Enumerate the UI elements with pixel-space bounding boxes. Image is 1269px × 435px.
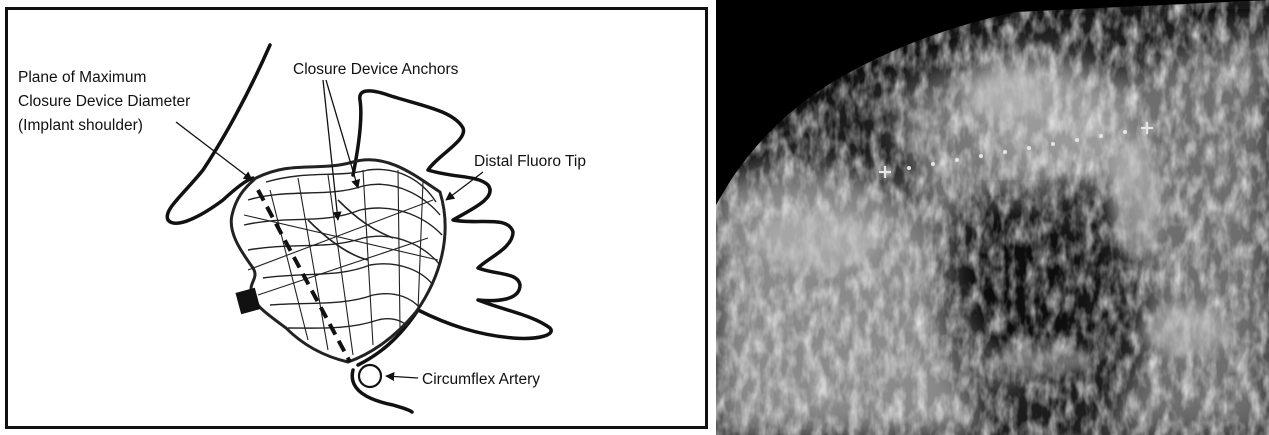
anchors-label: Closure Device Anchors bbox=[293, 61, 459, 78]
device-diagram: Plane of Maximum Closure Device Diameter… bbox=[8, 10, 705, 426]
diameter-dashed-line bbox=[258, 190, 350, 362]
plane-leader bbox=[176, 122, 252, 180]
anchors-leader-1 bbox=[323, 80, 338, 220]
plane-label-line2: Closure Device Diameter bbox=[18, 93, 190, 110]
closure-device bbox=[231, 160, 445, 362]
circumflex-artery-circle bbox=[359, 365, 381, 387]
ultrasound-panel bbox=[716, 0, 1269, 435]
anchors-leader-2 bbox=[326, 80, 358, 188]
diagram-panel: Plane of Maximum Closure Device Diameter… bbox=[5, 7, 708, 429]
circumflex-label: Circumflex Artery bbox=[422, 371, 540, 388]
circumflex-leader bbox=[386, 376, 418, 378]
plane-label-line3: (Implant shoulder) bbox=[18, 117, 143, 134]
ultrasound-image bbox=[716, 0, 1269, 435]
fluoro-tip-label: Distal Fluoro Tip bbox=[474, 153, 586, 170]
plane-label-line1: Plane of Maximum bbox=[18, 69, 146, 86]
device-hub bbox=[235, 288, 260, 314]
leader-lines bbox=[176, 80, 483, 378]
